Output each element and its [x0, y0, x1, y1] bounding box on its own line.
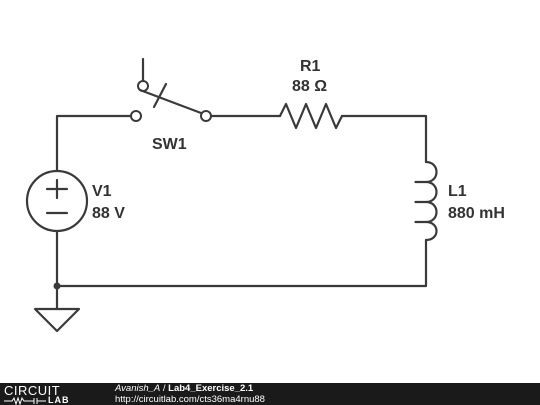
wire-top-right: [340, 114, 428, 164]
source-value: 88 V: [92, 205, 125, 222]
switch-label: SW1: [152, 136, 187, 153]
inductor-l1[interactable]: [414, 160, 438, 242]
resistor-label: R1: [300, 58, 321, 75]
wire-top-left: [55, 114, 132, 173]
source-label: V1: [92, 183, 112, 200]
schematic-canvas: SW1 R1 88 Ω V1 88 V L1 880 mH: [25, 57, 505, 333]
circuit-title[interactable]: Lab4_Exercise_2.1: [168, 383, 254, 394]
inductor-label: L1: [448, 183, 467, 200]
author-link[interactable]: Avanish_A: [115, 383, 161, 394]
footer-url[interactable]: http://circuitlab.com/cts36ma4rnu88: [115, 394, 265, 405]
logo-resistor-icon: [4, 396, 46, 405]
logo-text-bottom: LAB: [48, 395, 70, 405]
footer-credit: Avanish_A / Lab4_Exercise_2.1: [115, 384, 253, 394]
resistor-r1[interactable]: [278, 102, 344, 130]
voltage-source-v1[interactable]: [25, 169, 89, 233]
resistor-value: 88 Ω: [292, 78, 328, 95]
inductor-value: 880 mH: [448, 205, 505, 222]
wire-right-bottom: [55, 238, 428, 288]
credit-separator: /: [162, 383, 166, 394]
switch-sw1[interactable]: [130, 57, 212, 122]
junction-node: [53, 282, 61, 290]
circuitlab-logo[interactable]: CIRCUIT LAB: [4, 383, 96, 405]
ground-symbol: [33, 307, 81, 333]
logo-text-top: CIRCUIT: [4, 383, 61, 398]
footer-bar: CIRCUIT LAB Avanish_A / Lab4_Exercise_2.…: [0, 383, 540, 405]
circuit-schematic: [25, 57, 438, 333]
